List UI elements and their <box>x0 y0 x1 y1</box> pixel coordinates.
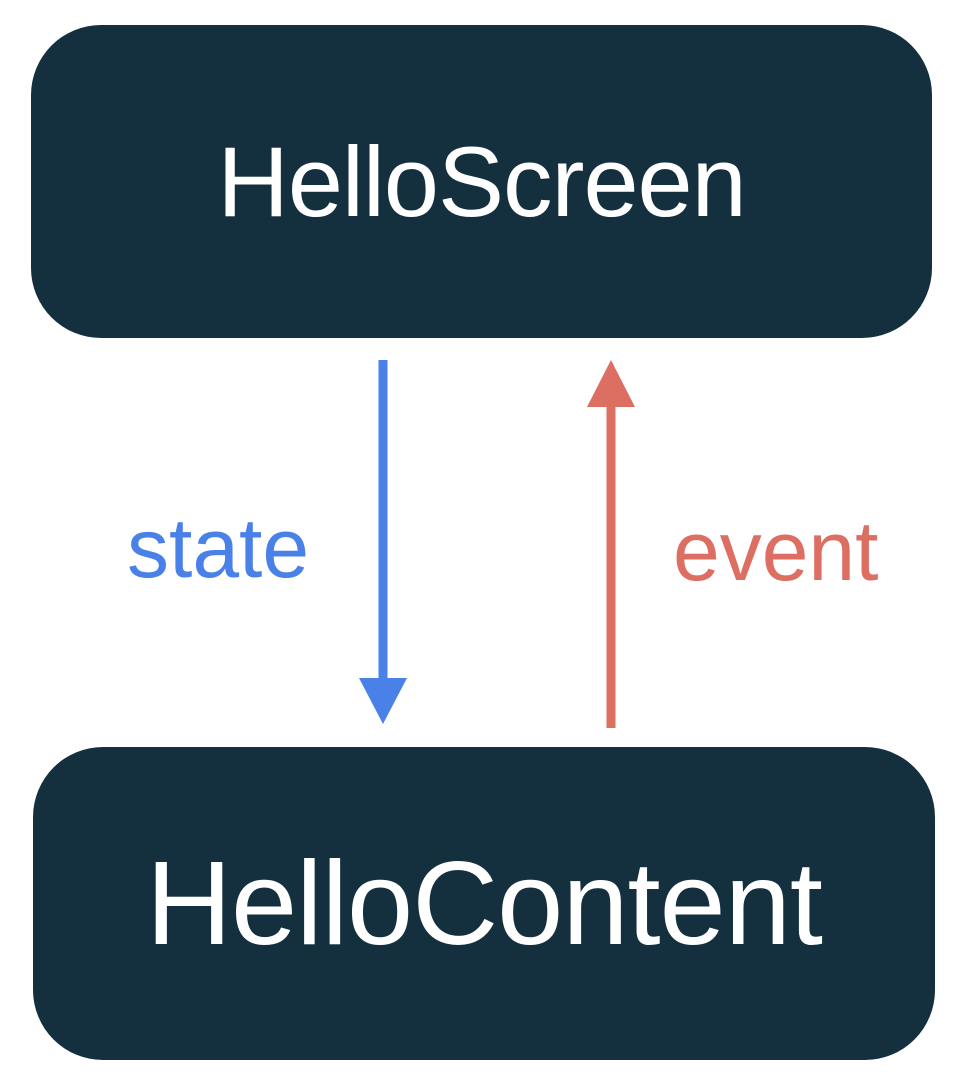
node-hellocontent-label: HelloContent <box>146 837 823 970</box>
node-hellocontent: HelloContent <box>33 747 935 1060</box>
event-edge-label: event <box>673 504 879 598</box>
event-arrow-up-icon <box>587 360 635 728</box>
state-edge-label: state <box>127 501 310 595</box>
state-arrow-down-icon <box>359 360 407 724</box>
state-arrowhead <box>359 678 407 724</box>
node-helloscreen: HelloScreen <box>31 25 932 338</box>
node-helloscreen-label: HelloScreen <box>217 126 746 237</box>
event-arrowhead <box>587 360 635 407</box>
